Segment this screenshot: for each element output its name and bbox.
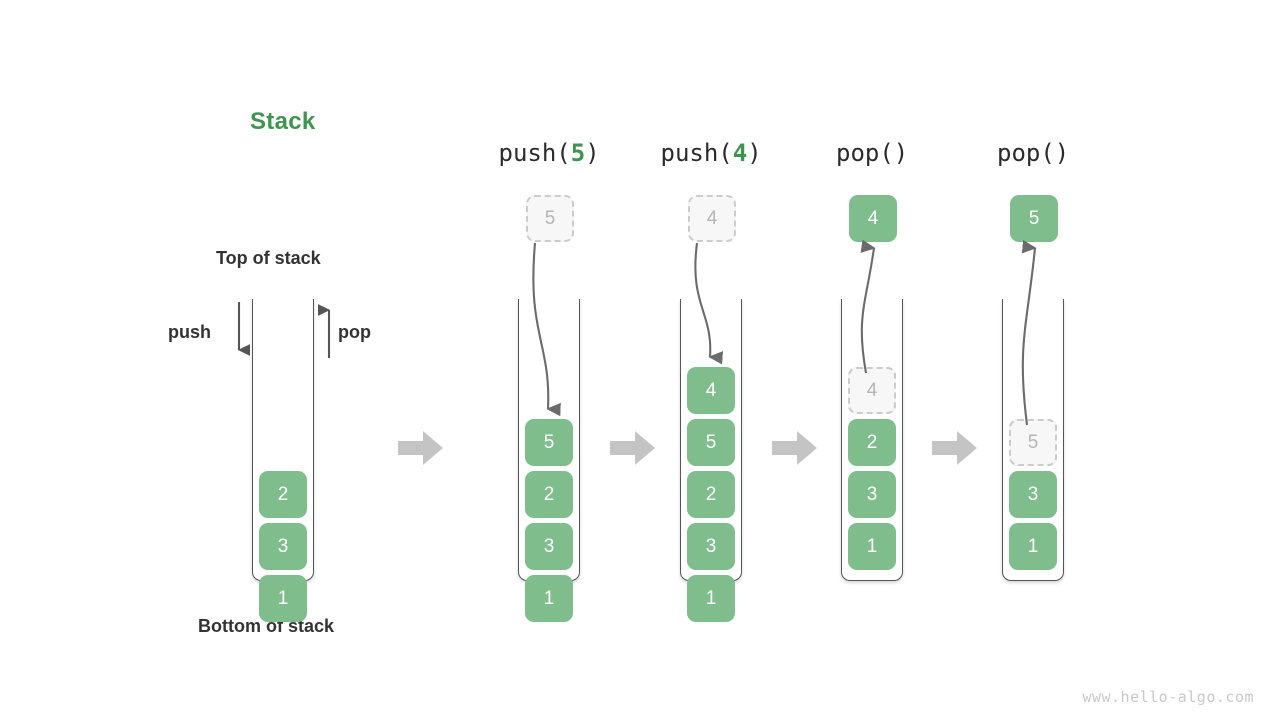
stack-cell: 2 (848, 419, 896, 466)
stack-cell: 3 (525, 523, 573, 570)
stack-cell-ghost: 5 (1009, 419, 1057, 466)
stack-cell: 3 (687, 523, 735, 570)
external-element-box: 4 (688, 195, 736, 242)
external-element-box: 5 (1010, 195, 1058, 242)
stack-cell: 3 (259, 523, 307, 570)
operation-label-push-5: push(5) (498, 139, 600, 167)
operation-label-pop-1: pop() (836, 139, 909, 167)
operation-label-push-4: push(4) (660, 139, 762, 167)
arrow-down-icon (237, 302, 250, 357)
stack-cell: 1 (1009, 523, 1057, 570)
stack-cell: 4 (687, 367, 735, 414)
stack-cell: 5 (687, 419, 735, 466)
stack-cell: 3 (1009, 471, 1057, 518)
arrow-up-icon (318, 303, 331, 358)
arrow-right-icon (398, 430, 444, 466)
external-element-box: 4 (849, 195, 897, 242)
stack-cell: 1 (687, 575, 735, 622)
watermark: www.hello-algo.com (1082, 688, 1254, 706)
stack-cell: 1 (848, 523, 896, 570)
stack-cell: 2 (525, 471, 573, 518)
arrow-right-icon (932, 430, 978, 466)
stack-cell: 2 (687, 471, 735, 518)
stack-cell: 3 (848, 471, 896, 518)
push-label: push (168, 322, 211, 342)
pop-label: pop (338, 322, 371, 342)
arrow-right-icon (610, 430, 656, 466)
external-element-box: 5 (526, 195, 574, 242)
page-title: Stack (250, 108, 316, 135)
operation-label-pop-2: pop() (997, 139, 1070, 167)
top-of-stack-label: Top of stack (216, 248, 321, 268)
stack-cell-ghost: 4 (848, 367, 896, 414)
stack-cell: 1 (525, 575, 573, 622)
stack-cell: 2 (259, 471, 307, 518)
arrow-right-icon (772, 430, 818, 466)
stack-cell: 1 (259, 575, 307, 622)
stack-cell: 5 (525, 419, 573, 466)
